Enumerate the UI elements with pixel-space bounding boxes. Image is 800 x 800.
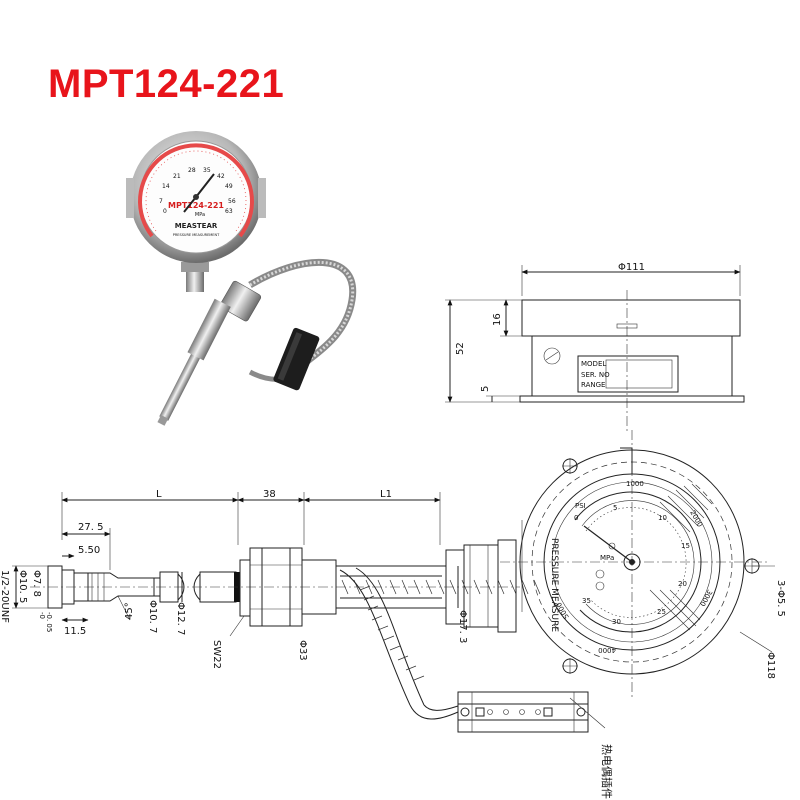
- svg-text:0: 0: [163, 208, 167, 215]
- svg-text:5: 5: [613, 504, 617, 512]
- probe-drawing: L 38 L1 27. 5 5.50 45° 11.5 1/2-2: [0, 489, 541, 720]
- dial-subtext: PRESSURE MEASUREMENT: [173, 233, 220, 237]
- svg-text:SW22: SW22: [211, 640, 222, 669]
- dim-L: L: [156, 489, 162, 500]
- svg-text:49: 49: [225, 183, 233, 190]
- svg-text:4000: 4000: [598, 646, 616, 654]
- dial-title: MPT124-221: [168, 201, 224, 210]
- svg-text:45°: 45°: [124, 602, 135, 620]
- svg-text:Φ10. 7: Φ10. 7: [147, 600, 158, 633]
- svg-text:28: 28: [188, 167, 196, 174]
- svg-text:Φ12. 7: Φ12. 7: [175, 602, 186, 635]
- svg-text:PRESSURE MEASURE: PRESSURE MEASURE: [549, 538, 559, 632]
- svg-text:63: 63: [225, 208, 233, 215]
- svg-text:14: 14: [162, 183, 170, 190]
- gauge-photo: 0 7 14 21 28 35 42 49 56 63 MPT124-221 M…: [126, 131, 357, 426]
- svg-text:27. 5: 27. 5: [78, 522, 103, 533]
- svg-text:7: 7: [159, 198, 163, 205]
- dim-L1: L1: [380, 489, 392, 500]
- gauge-face-drawing: PRESSURE MEASURE PSI 0 5 10 15 20 25 30 …: [500, 430, 786, 700]
- svg-text:Φ10. 5: Φ10. 5: [17, 570, 28, 603]
- svg-text:PSI: PSI: [575, 502, 586, 510]
- svg-text:MODEL: MODEL: [581, 360, 606, 368]
- probe-rod: [187, 298, 231, 361]
- svg-text:21: 21: [173, 173, 181, 180]
- svg-text:25: 25: [657, 608, 666, 616]
- dim-dia-111: Φ111: [618, 262, 645, 273]
- svg-text:10: 10: [658, 514, 667, 522]
- svg-text:3-Φ5. 5: 3-Φ5. 5: [775, 580, 786, 617]
- dim-38: 38: [263, 489, 276, 500]
- svg-text:Φ17. 3: Φ17. 3: [457, 610, 468, 643]
- dial-needle: [195, 173, 215, 198]
- dim-5: 5: [480, 386, 491, 392]
- thermocouple-connector-photo: [273, 327, 320, 391]
- svg-text:MPa: MPa: [600, 554, 614, 562]
- svg-text:Φ7. 8: Φ7. 8: [31, 570, 42, 597]
- svg-text:5.50: 5.50: [78, 545, 100, 556]
- svg-text:RANGE: RANGE: [581, 381, 605, 389]
- svg-text:-0: -0: [38, 612, 46, 619]
- svg-text:15: 15: [681, 542, 690, 550]
- svg-text:Φ118: Φ118: [765, 652, 776, 679]
- dial-unit: MPa: [195, 212, 205, 218]
- svg-text:30: 30: [612, 618, 621, 626]
- product-title: MPT124-221: [48, 62, 285, 106]
- svg-text:1000: 1000: [626, 480, 644, 488]
- dim-16: 16: [492, 313, 503, 326]
- svg-text:1/2-20UNF: 1/2-20UNF: [0, 570, 10, 623]
- svg-text:20: 20: [678, 580, 687, 588]
- thermocouple-connector-drawing: 热电偶插件: [457, 691, 614, 799]
- svg-text:56: 56: [228, 198, 236, 205]
- dim-52: 52: [455, 342, 466, 355]
- connector-label: 热电偶插件: [600, 744, 614, 799]
- side-view-drawing: Φ111 MODEL SER. NO RANGE 52 16 5: [445, 262, 745, 432]
- svg-text:SER. NO: SER. NO: [581, 371, 610, 379]
- svg-text:42: 42: [217, 173, 225, 180]
- svg-text:3000: 3000: [698, 588, 714, 607]
- svg-text:0: 0: [574, 514, 578, 522]
- svg-text:Φ33: Φ33: [297, 640, 308, 661]
- svg-text:35: 35: [203, 167, 211, 174]
- svg-text:35: 35: [582, 597, 591, 605]
- svg-text:-0. 05: -0. 05: [45, 612, 53, 632]
- dial-brand: MEASTEAR: [175, 222, 218, 230]
- svg-text:11.5: 11.5: [64, 626, 86, 637]
